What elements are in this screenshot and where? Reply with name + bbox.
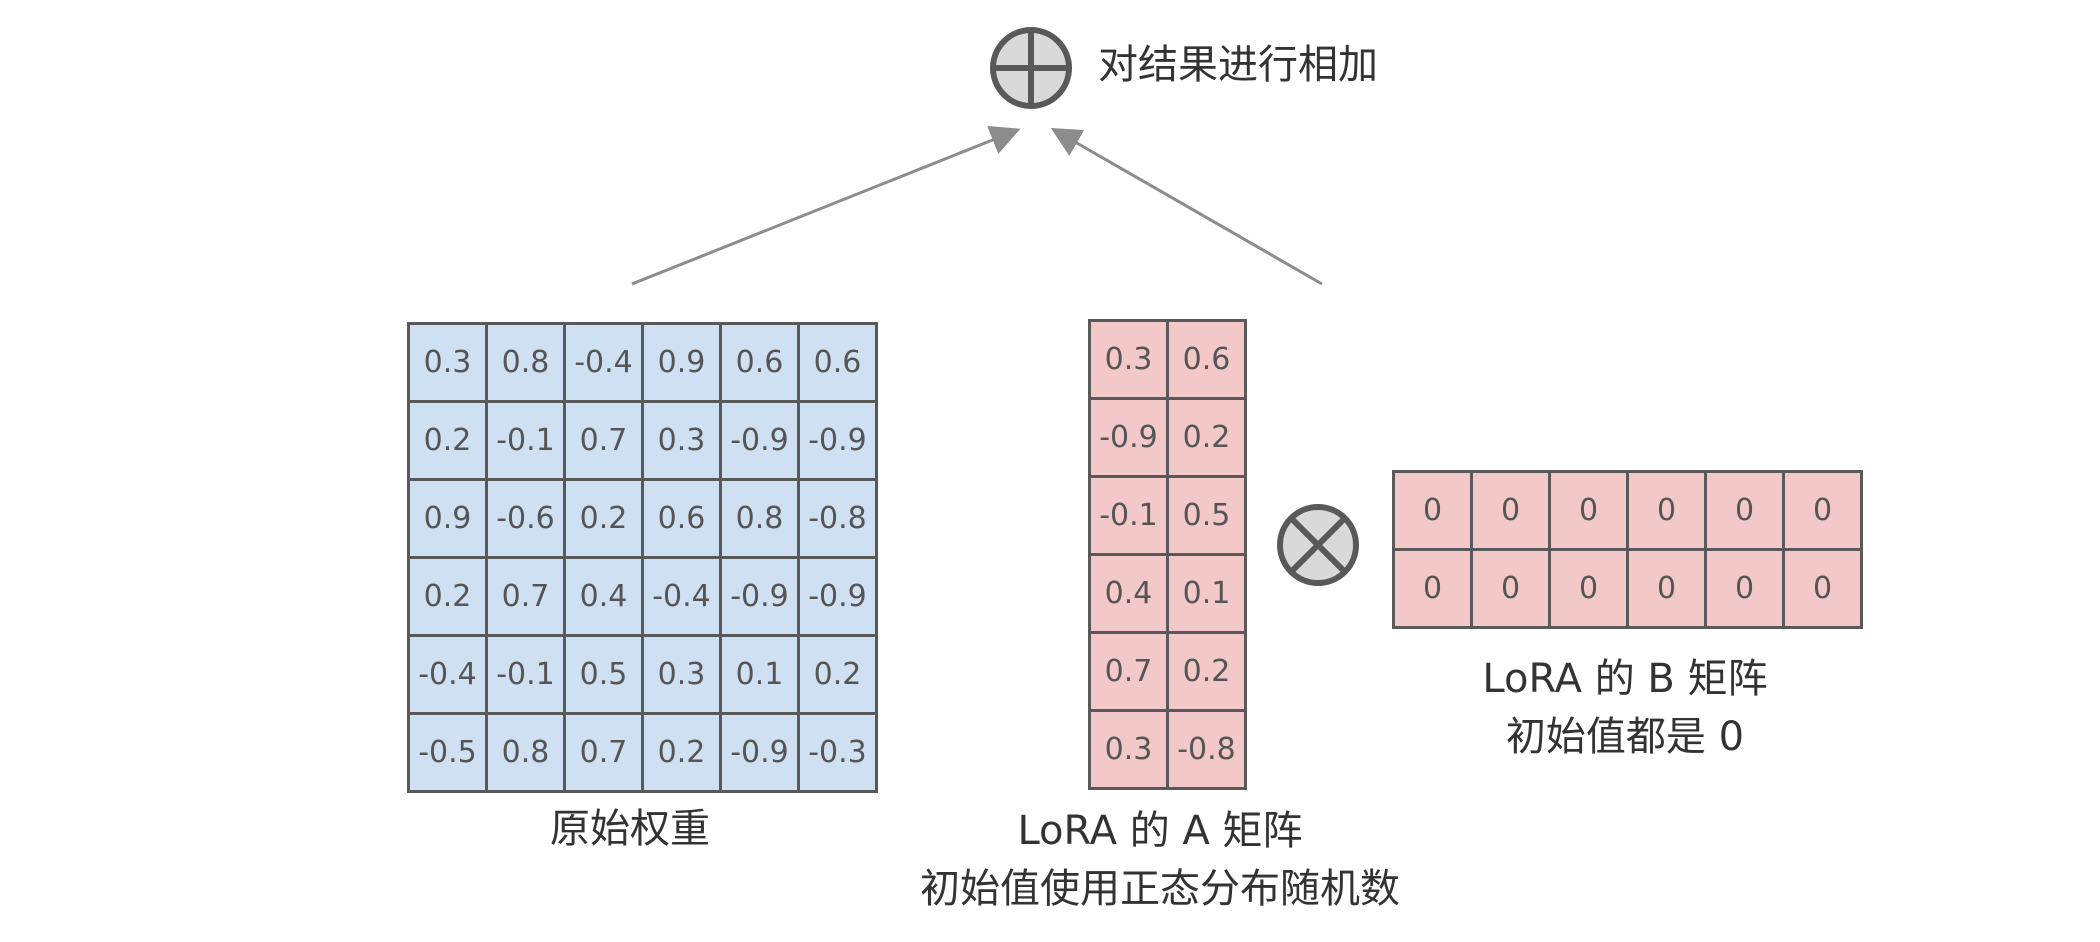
original-weights-cell: 0.4 xyxy=(563,556,644,637)
lora-b-cell: 0 xyxy=(1704,548,1785,629)
lora-a-cell: 0.4 xyxy=(1088,553,1169,634)
lora-b-caption: LoRA 的 B 矩阵 初始值都是 0 xyxy=(1400,650,1850,766)
original-weights-cell: -0.6 xyxy=(485,478,566,559)
original-weights-cell: 0.6 xyxy=(719,322,800,403)
lora-a-cell: 0.6 xyxy=(1166,319,1247,400)
lora-b-cell: 0 xyxy=(1470,548,1551,629)
original-weights-cell: -0.3 xyxy=(797,712,878,793)
lora-a-caption-line1: LoRA 的 A 矩阵 xyxy=(1017,808,1303,854)
lora-b-cell: 0 xyxy=(1782,548,1863,629)
lora-a-cell: -0.9 xyxy=(1088,397,1169,478)
original-weights-cell: 0.8 xyxy=(719,478,800,559)
lora-b-cell: 0 xyxy=(1392,470,1473,551)
lora-a-cell: -0.8 xyxy=(1166,709,1247,790)
lora-b-caption-line2: 初始值都是 0 xyxy=(1505,714,1745,760)
original-weights-cell: -0.1 xyxy=(485,400,566,481)
lora-a-cell: 0.3 xyxy=(1088,319,1169,400)
circled-times-icon xyxy=(1277,504,1359,586)
original-weights-cell: 0.7 xyxy=(485,556,566,637)
original-weights-cell: 0.8 xyxy=(485,712,566,793)
original-weights-cell: -0.8 xyxy=(797,478,878,559)
original-weights-cell: 0.2 xyxy=(641,712,722,793)
original-weights-cell: 0.5 xyxy=(563,634,644,715)
original-weights-cell: 0.3 xyxy=(407,322,488,403)
circled-plus-icon xyxy=(990,27,1072,109)
original-weights-cell: -0.9 xyxy=(797,400,878,481)
original-weights-cell: -0.4 xyxy=(641,556,722,637)
original-weights-cell: 0.2 xyxy=(407,556,488,637)
original-weights-cell: 0.1 xyxy=(719,634,800,715)
lora-b-cell: 0 xyxy=(1626,548,1707,629)
lora-a-cell: 0.5 xyxy=(1166,475,1247,556)
lora-a-caption-line2: 初始值使用正态分布随机数 xyxy=(920,866,1400,912)
original-weights-cell: 0.7 xyxy=(563,400,644,481)
lora-a-cell: 0.2 xyxy=(1166,631,1247,712)
original-weights-caption-text: 原始权重 xyxy=(550,806,710,852)
lora-a-cell: 0.7 xyxy=(1088,631,1169,712)
original-weights-cell: 0.2 xyxy=(407,400,488,481)
original-weights-cell: 0.8 xyxy=(485,322,566,403)
lora-b-cell: 0 xyxy=(1704,470,1785,551)
lora-a-cell: 0.2 xyxy=(1166,397,1247,478)
original-weights-cell: 0.2 xyxy=(797,634,878,715)
original-weights-cell: -0.4 xyxy=(407,634,488,715)
original-weights-cell: -0.9 xyxy=(797,556,878,637)
lora-b-cell: 0 xyxy=(1470,470,1551,551)
lora-b-cell: 0 xyxy=(1392,548,1473,629)
original-weights-cell: -0.9 xyxy=(719,556,800,637)
lora-b-cell: 0 xyxy=(1548,548,1629,629)
original-weights-cell: -0.9 xyxy=(719,400,800,481)
lora-b-cell: 0 xyxy=(1626,470,1707,551)
original-weights-cell: 0.7 xyxy=(563,712,644,793)
original-weights-cell: 0.6 xyxy=(641,478,722,559)
original-weights-cell: 0.3 xyxy=(641,400,722,481)
lora-b-caption-line1: LoRA 的 B 矩阵 xyxy=(1482,656,1768,702)
original-weights-cell: -0.4 xyxy=(563,322,644,403)
original-weights-cell: -0.1 xyxy=(485,634,566,715)
original-weights-cell: 0.3 xyxy=(641,634,722,715)
lora-b-cell: 0 xyxy=(1548,470,1629,551)
original-weights-cell: -0.5 xyxy=(407,712,488,793)
original-weights-cell: 0.6 xyxy=(797,322,878,403)
original-weights-cell: 0.9 xyxy=(641,322,722,403)
original-weights-cell: 0.2 xyxy=(563,478,644,559)
arrow-from-lora-product xyxy=(1050,128,1323,286)
lora-a-cell: 0.3 xyxy=(1088,709,1169,790)
lora-a-cell: -0.1 xyxy=(1088,475,1169,556)
lora-b-cell: 0 xyxy=(1782,470,1863,551)
original-weights-caption: 原始权重 xyxy=(470,800,790,858)
arrow-from-original xyxy=(631,125,1021,286)
original-weights-cell: -0.9 xyxy=(719,712,800,793)
lora-a-caption: LoRA 的 A 矩阵 初始值使用正态分布随机数 xyxy=(860,802,1460,918)
original-weights-cell: 0.9 xyxy=(407,478,488,559)
lora-a-row: 0.3-0.8 xyxy=(1088,709,1247,790)
sum-label: 对结果进行相加 xyxy=(1098,42,1378,88)
lora-a-cell: 0.1 xyxy=(1166,553,1247,634)
